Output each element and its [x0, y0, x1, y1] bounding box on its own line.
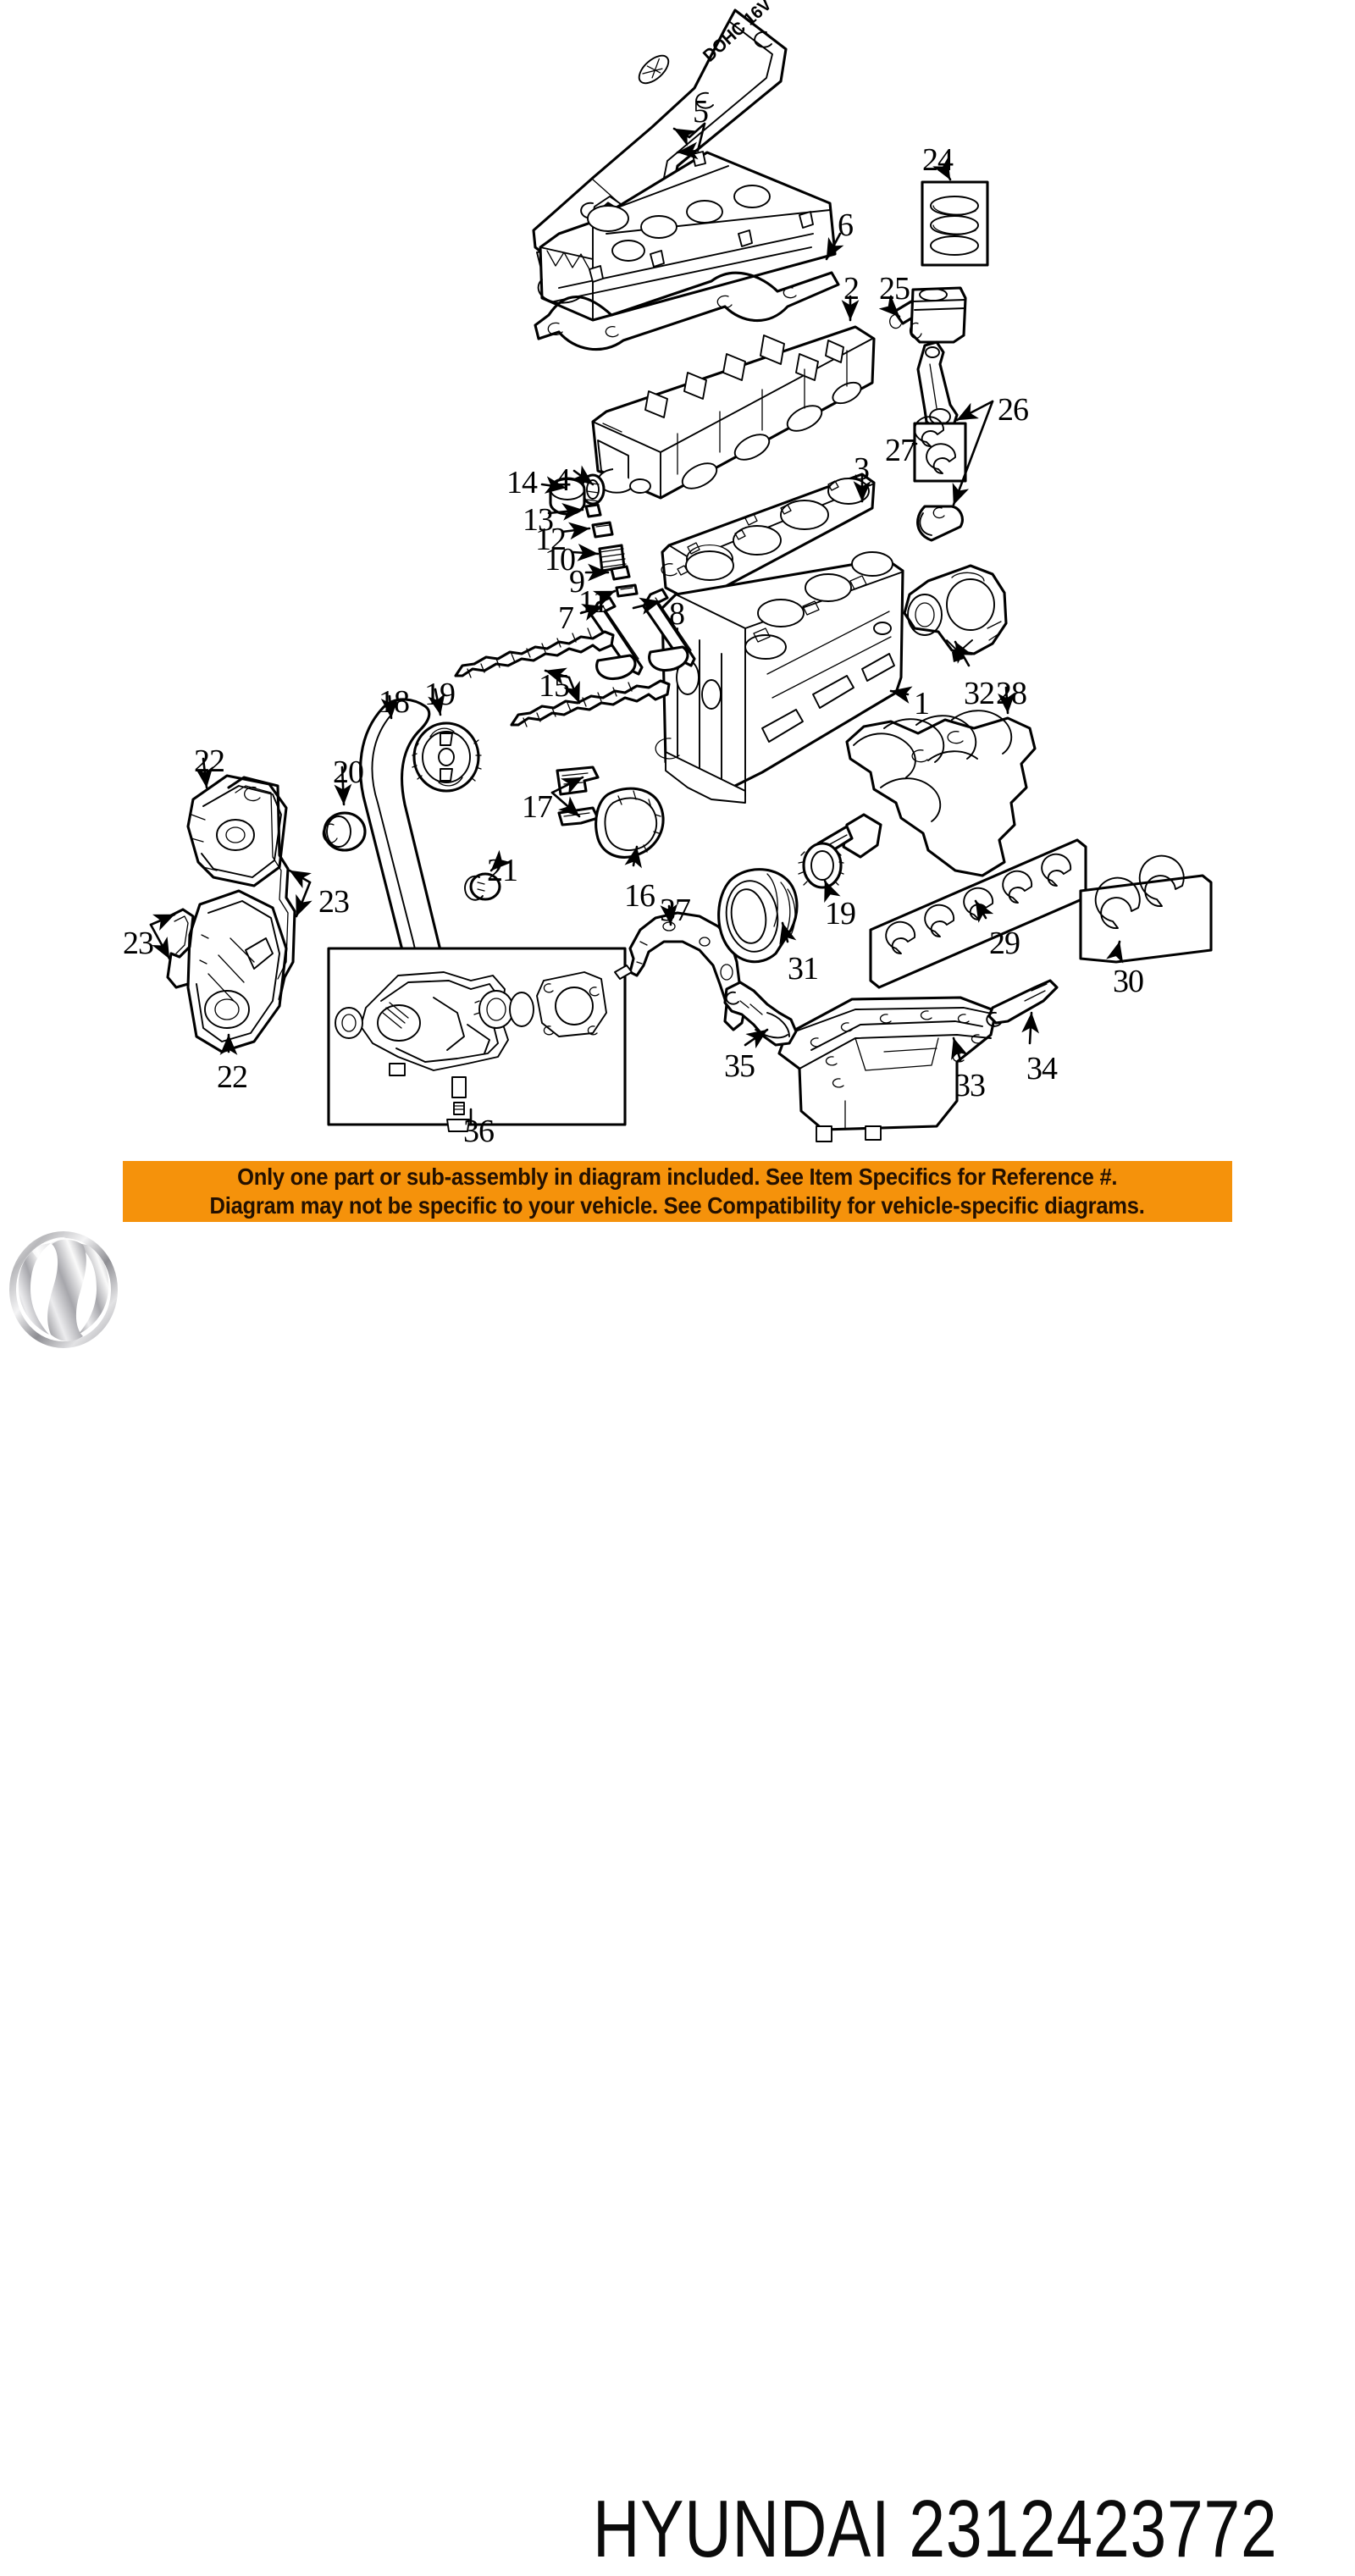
callout-sealant-tube: 34 — [1026, 1051, 1058, 1086]
callout-camshaft-seal: 4 — [555, 462, 571, 498]
callout-valve-spring-retainer: 12 — [535, 522, 567, 557]
callout-head-gasket: 3 — [854, 451, 870, 487]
callout-crankshaft-pulley: 31 — [788, 951, 819, 987]
callout-thrust-washer-set: 30 — [1113, 964, 1144, 999]
callout-valve-spring-seat: 11 — [578, 584, 609, 620]
callout-valve-stem-seal: 9 — [569, 564, 585, 600]
callout-crank-sprocket: 19 — [825, 896, 856, 931]
callout-idler-pulley: 20 — [333, 755, 364, 790]
part-rod-bearing-set — [913, 416, 967, 483]
callout-cover-seal-right: 23 — [318, 884, 350, 920]
callout-piston-ring-set: 24 — [922, 142, 954, 178]
part-rod-cap — [916, 505, 964, 542]
callout-camshaft-sprocket: 19 — [424, 677, 456, 712]
part-valve-cover-gasket — [534, 271, 840, 351]
part-oil-pan — [777, 996, 998, 1142]
callout-engine-cover: 5 — [693, 94, 709, 130]
exploded-engine-drawing: .ln{fill:none;stroke:#000;stroke-width:3… — [166, 0, 1213, 1142]
callout-front-case-gasket: 37 — [660, 893, 691, 928]
part-tensioner-bushing — [464, 872, 501, 901]
callout-cover-seal-left: 23 — [123, 926, 154, 961]
callout-belt-guide-plate: 17 — [522, 789, 553, 825]
callout-crankshaft: 28 — [996, 676, 1027, 711]
part-valve-spring-seat — [615, 583, 639, 598]
part-valve-cover — [537, 151, 837, 322]
callout-timing-cover-upper: 22 — [194, 744, 225, 779]
callout-camshaft: 15 — [539, 668, 570, 704]
part-timing-cover-upper — [186, 774, 288, 887]
callout-cam-end-cap: 14 — [506, 465, 538, 500]
callout-oil-pump-assembly: 36 — [463, 1114, 495, 1149]
part-oil-pickup-tube — [723, 981, 798, 1047]
disclaimer-banner: Only one part or sub-assembly in diagram… — [123, 1161, 1232, 1222]
callout-timing-belt: 18 — [379, 684, 410, 720]
part-thrust-washer-set — [1079, 854, 1213, 964]
part-piston — [909, 286, 967, 344]
callout-main-bearing-set: 29 — [989, 926, 1020, 961]
callout-valve-keeper: 13 — [523, 502, 554, 538]
callout-rear-seal-housing: 32 — [964, 676, 995, 711]
part-camshaft-upper — [454, 627, 615, 678]
callout-rod-bearing-set: 27 — [885, 433, 916, 468]
hyundai-logo-icon — [9, 1231, 118, 1348]
callout-intake-valve: 7 — [558, 600, 574, 636]
part-timing-cover-lower — [186, 889, 288, 1053]
part-oil-pump-assembly — [327, 947, 633, 1132]
callout-oil-seal-ring: 16 — [624, 878, 655, 914]
callout-oil-pan: 33 — [954, 1068, 986, 1103]
callout-valve-spring: 10 — [545, 542, 576, 578]
callout-tensioner-bushing: 21 — [487, 853, 518, 888]
callout-exhaust-valve: 8 — [669, 596, 685, 632]
part-valve-spring-retainer — [591, 521, 614, 539]
part-idler-pulley — [322, 811, 367, 852]
part-cylinder-head — [591, 325, 876, 500]
callout-piston-pin: 25 — [879, 271, 910, 307]
part-cover-seal-right — [227, 776, 296, 1001]
part-piston-ring-set — [921, 180, 989, 267]
brand-part-number: HYUNDAI 2312423772 — [593, 2484, 1278, 2574]
callout-oil-pickup-tube: 35 — [724, 1048, 755, 1084]
callout-valve-cover-gasket: 6 — [838, 207, 854, 243]
part-crank-sprocket — [798, 842, 844, 889]
part-valve-keeper — [584, 503, 602, 518]
callout-connecting-rod: 26 — [998, 392, 1029, 428]
part-camshaft-sprocket — [412, 721, 482, 793]
callout-leaders — [149, 122, 1124, 1126]
part-cover-seal-left — [166, 908, 195, 989]
part-sealant-tube — [986, 979, 1059, 1027]
callout-cylinder-block: 1 — [914, 686, 930, 721]
callout-cylinder-head: 2 — [843, 271, 860, 307]
footer-bar: HYUNDAI 2312423772 — [0, 1223, 1355, 2574]
callout-timing-cover-lower: 22 — [217, 1059, 248, 1095]
part-crankshaft — [816, 710, 1037, 877]
disclaimer-line-2: Diagram may not be specific to your vehi… — [210, 1192, 1145, 1219]
part-cylinder-block — [655, 551, 904, 804]
parts-diagram: .ln{fill:none;stroke:#000;stroke-width:3… — [0, 0, 1355, 1152]
disclaimer-line-1: Only one part or sub-assembly in diagram… — [237, 1164, 1118, 1191]
part-valve-stem-seal — [610, 565, 631, 581]
part-crankshaft-pulley — [717, 868, 799, 964]
